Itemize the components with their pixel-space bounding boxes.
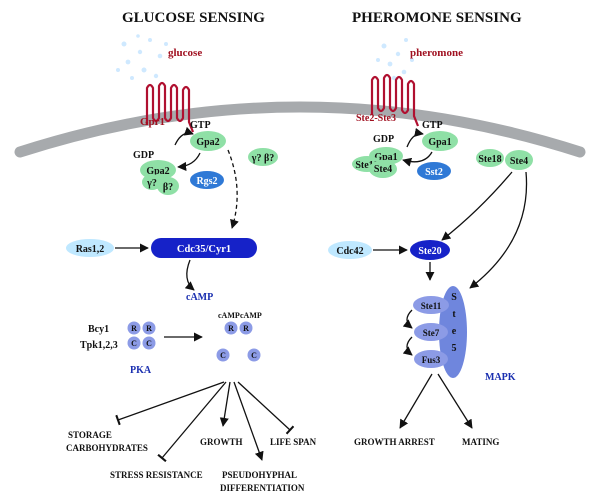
gpa2-active — [190, 131, 226, 151]
cdc42-label: Cdc42 — [336, 246, 363, 257]
gamma-label: γ? — [146, 178, 157, 189]
cyr1-node — [151, 238, 257, 258]
cyr1-label: Cdc35/Cyr1 — [177, 244, 231, 255]
ste7-label: Ste7 — [423, 328, 440, 338]
camp-small-2: cAMP — [240, 311, 262, 320]
gpr1-label: Gpr1 — [140, 116, 165, 128]
camp-label: cAMP — [186, 292, 213, 303]
glucose-gtp-label: GTP — [190, 120, 211, 131]
active-c2 — [247, 348, 261, 362]
fus3-label: Fus3 — [422, 355, 441, 365]
active-r2 — [239, 321, 253, 335]
tpk-label: Tpk1,2,3 — [80, 340, 118, 351]
ras-label: Ras1,2 — [76, 244, 105, 255]
pheromone-gdp-label: GDP — [373, 134, 394, 145]
camp-small-1: cAMP — [218, 311, 240, 320]
output-lifespan: LIFE SPAN — [270, 437, 317, 447]
glucose-gdp-label: GDP — [133, 150, 154, 161]
active-r1-label: R — [228, 324, 234, 333]
glucose-molecules — [116, 34, 168, 80]
rgs2-node — [190, 171, 224, 189]
gpa2-active-label: Gpa2 — [196, 137, 219, 148]
active-c1 — [216, 348, 230, 362]
mapk-label: MAPK — [485, 372, 516, 383]
active-c1-label: C — [220, 351, 226, 360]
glucose-label: glucose — [168, 47, 202, 59]
gpa1-inactive-label: Gpa1 — [374, 152, 397, 163]
active-c2-label: C — [251, 351, 257, 360]
pka-label: PKA — [130, 365, 152, 376]
ste20-node — [410, 240, 450, 260]
free-gamma-beta — [248, 148, 278, 166]
gpr1-receptor — [145, 81, 195, 133]
ste2-ste3-receptor — [370, 73, 420, 127]
sst2-label: Sst2 — [425, 167, 443, 178]
bcy1-label: Bcy1 — [88, 324, 109, 335]
ste5-label-t: t — [452, 309, 456, 320]
output-stress: STRESS RESISTANCE — [110, 470, 203, 480]
pka-output-edges — [115, 381, 295, 463]
cell-membrane — [14, 101, 586, 158]
output-pseudo-1: PSEUDOHYPHAL — [222, 470, 297, 480]
pka-r1 — [127, 321, 141, 335]
pka-c2 — [142, 336, 156, 350]
ste4-free-label: Ste4 — [510, 156, 528, 167]
output-pseudo-2: DIFFERENTIATION — [220, 483, 305, 493]
pka-r1-label: R — [131, 324, 137, 333]
pheromone-molecules — [376, 38, 414, 81]
output-storage-1: STORAGE — [68, 430, 112, 440]
header-glucose-sensing: GLUCOSE SENSING — [122, 10, 265, 26]
rgs2-label: Rgs2 — [196, 176, 217, 187]
ste4-free — [505, 150, 533, 170]
ste11-node — [413, 296, 449, 314]
ste4-bound-label: Ste4 — [374, 164, 392, 175]
mating-label: MATING — [462, 437, 499, 447]
ras-node — [66, 239, 114, 257]
pka-c1 — [127, 336, 141, 350]
beta-label: β? — [163, 182, 173, 193]
pheromone-label: pheromone — [410, 47, 463, 59]
active-r1 — [224, 321, 238, 335]
beta-subunit — [157, 177, 179, 195]
ste7-node — [414, 323, 448, 341]
header-pheromone-sensing: PHEROMONE SENSING — [352, 10, 522, 26]
ste5-label-s: S — [451, 292, 457, 303]
pka-c2-label: C — [146, 339, 152, 348]
ste11-label: Ste11 — [421, 301, 442, 311]
free-gamma-beta-label: γ? β? — [251, 153, 274, 164]
output-storage-2: CARBOHYDRATES — [66, 443, 148, 453]
ste20-label: Ste20 — [418, 246, 441, 257]
ste4-bound — [369, 160, 397, 178]
pka-c1-label: C — [131, 339, 137, 348]
sst2-node — [417, 162, 451, 180]
gpa1-active-label: Gpa1 — [428, 137, 451, 148]
ste18-free — [476, 149, 504, 167]
ste2-ste3-label: Ste2-Ste3 — [356, 113, 396, 124]
pheromone-gtp-label: GTP — [422, 120, 443, 131]
cdc42-node — [328, 241, 372, 259]
pka-r2 — [142, 321, 156, 335]
ste5-label-e: e — [452, 326, 457, 337]
output-growth: GROWTH — [200, 437, 243, 447]
pka-r2-label: R — [146, 324, 152, 333]
growth-arrest-label: GROWTH ARREST — [354, 437, 435, 447]
gpa2-inactive-label: Gpa2 — [146, 166, 169, 177]
gpa1-active — [422, 131, 458, 151]
ste18-free-label: Ste18 — [478, 154, 501, 165]
ste5-label-5: 5 — [452, 343, 457, 354]
fus3-node — [414, 350, 448, 368]
active-r2-label: R — [243, 324, 249, 333]
ste18-bound-label: Ste18 — [355, 160, 378, 171]
